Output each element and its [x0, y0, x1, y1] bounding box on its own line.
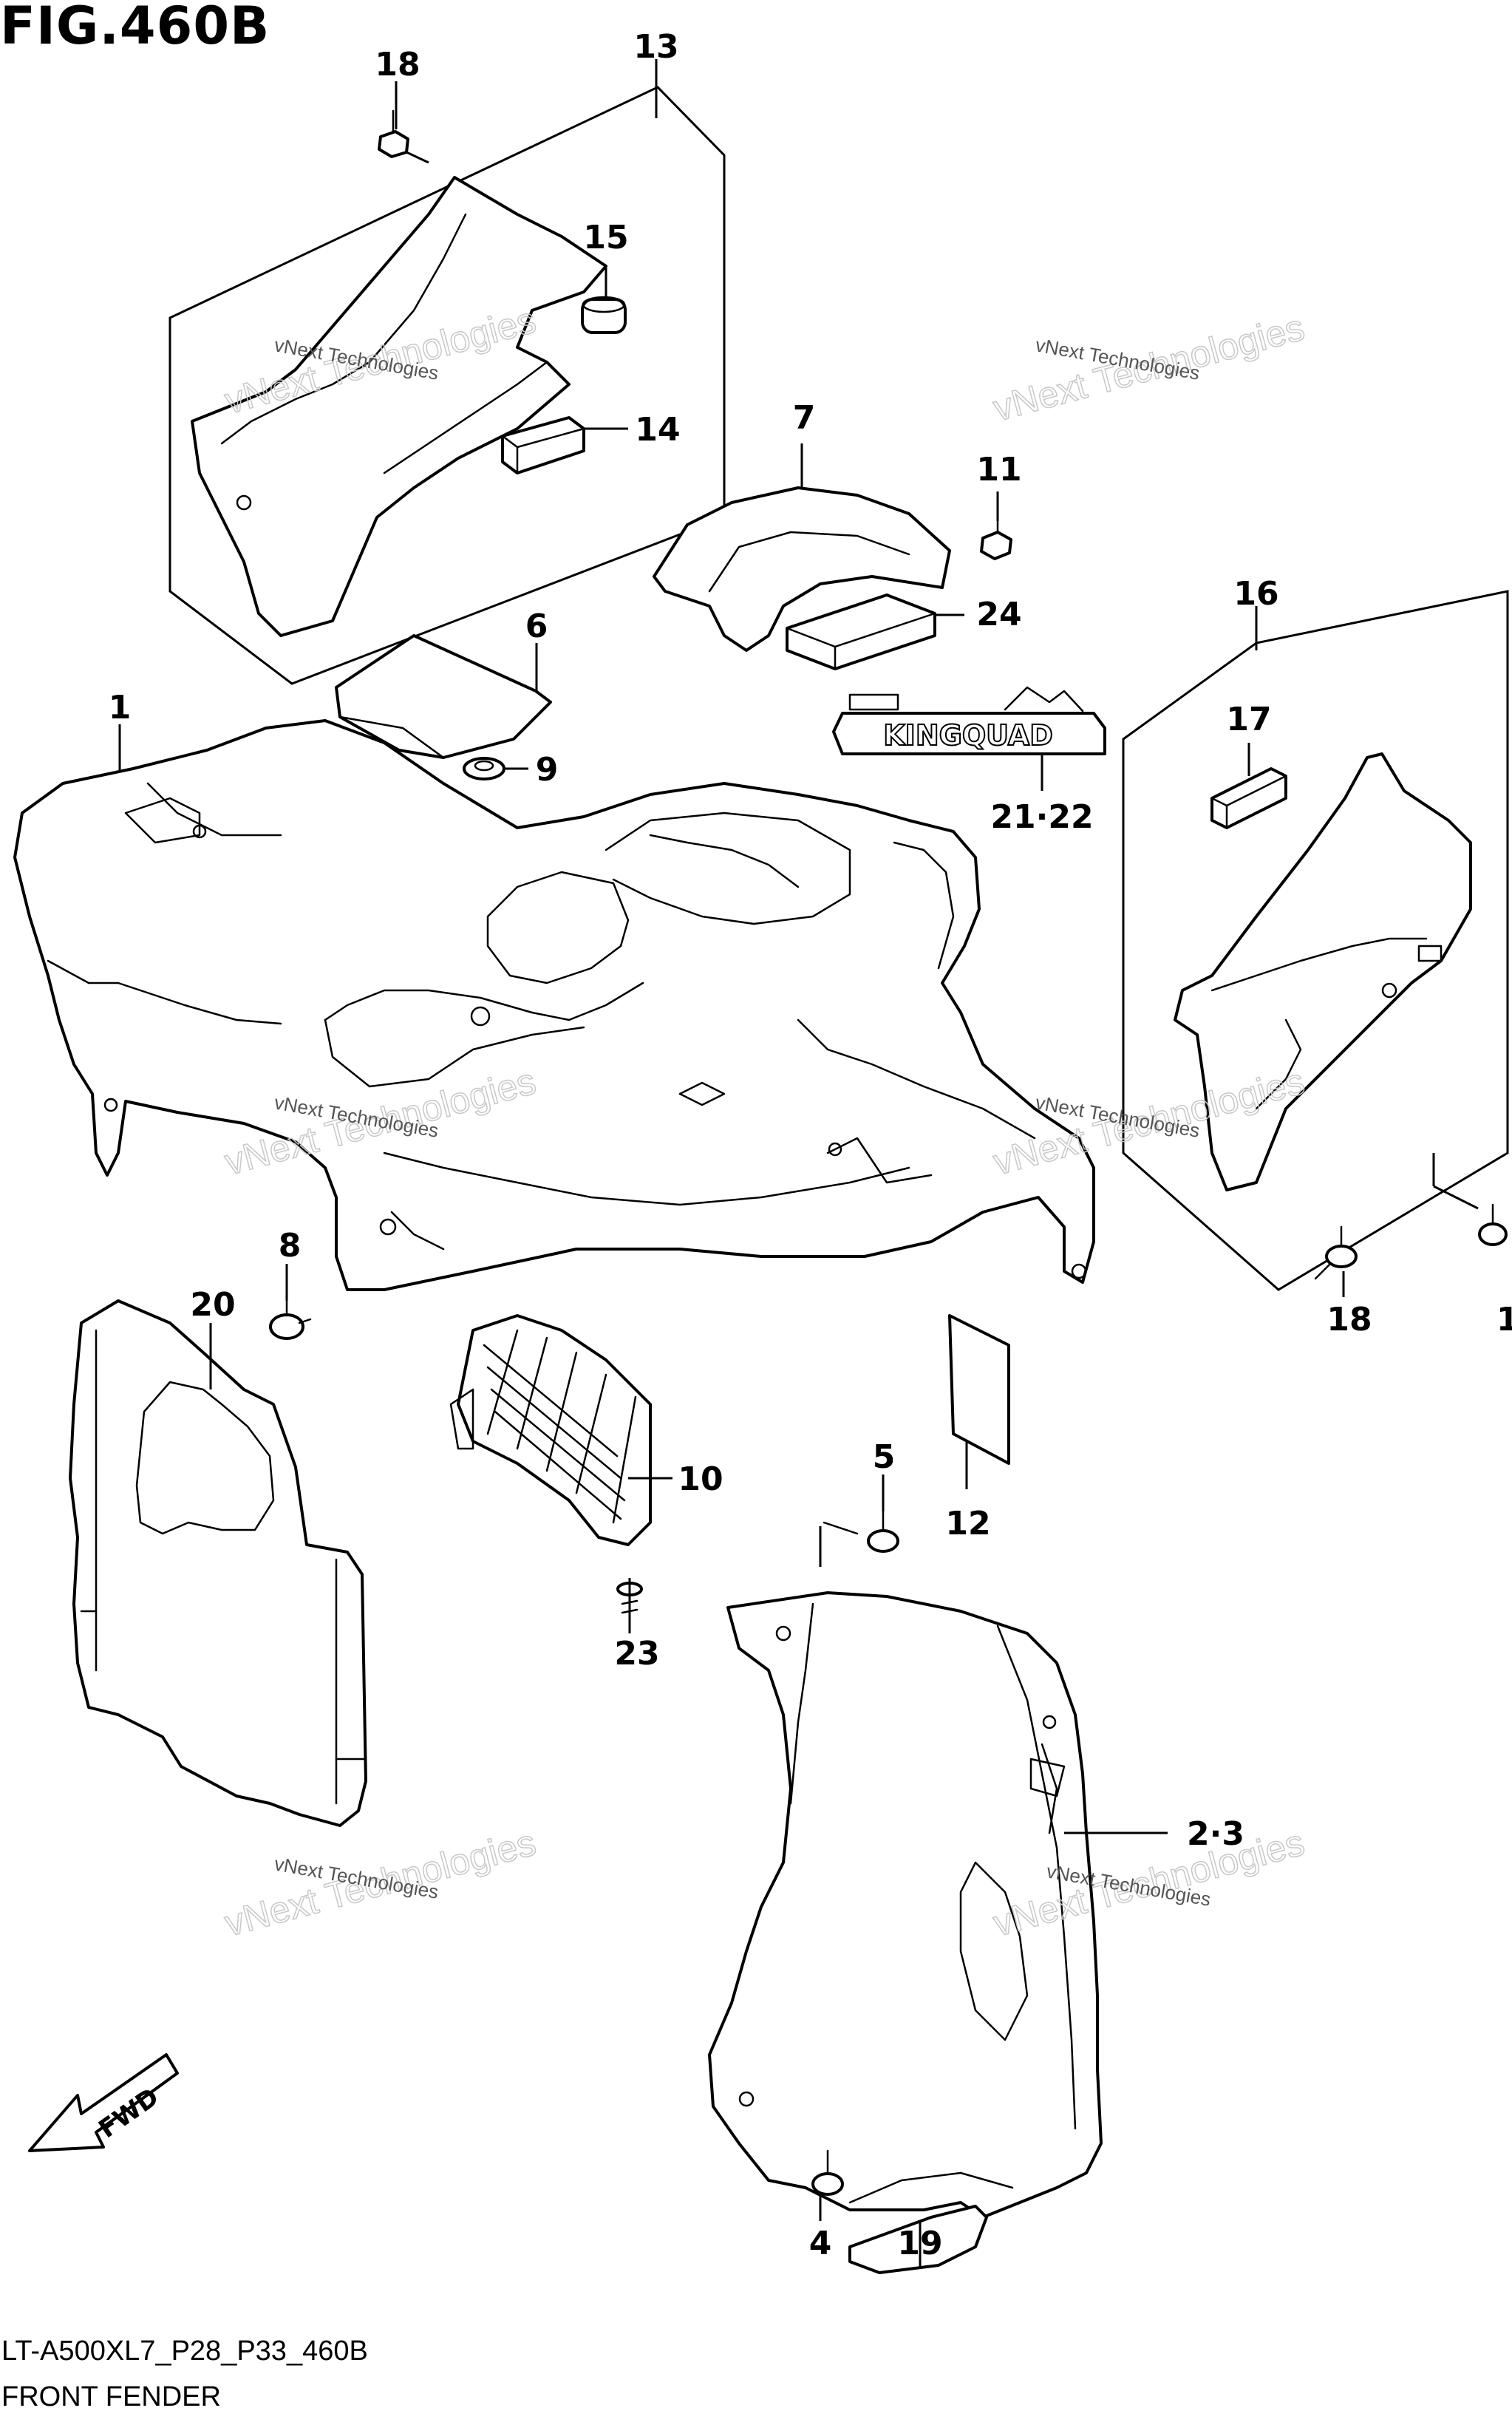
- fwd-arrow: FWD: [28, 2053, 179, 2152]
- grommet-15: [581, 296, 627, 334]
- callout-24: 24: [976, 596, 1021, 633]
- lid-6: [335, 634, 552, 759]
- callout-21-22: 21·22: [990, 798, 1093, 836]
- strip-19: [848, 2205, 988, 2274]
- bolt-5: [823, 1506, 899, 1553]
- pad-12: [948, 1314, 1010, 1465]
- section-name: FRONT FENDER: [1, 2381, 221, 2412]
- grille-10: [449, 1314, 652, 1546]
- inner-fender-2-3: [708, 1591, 1103, 2219]
- cover-7: [653, 486, 951, 652]
- callout-1: 1: [109, 689, 132, 727]
- callout-18-top: 18: [375, 46, 420, 84]
- leader-lines: [118, 59, 1479, 2269]
- callout-7: 7: [793, 399, 816, 437]
- figure-title: FIG.460B: [0, 0, 270, 56]
- pad-14: [501, 416, 585, 474]
- callout-17: 17: [1226, 701, 1271, 738]
- bolt-4: [811, 2149, 844, 2196]
- bolt-8: [269, 1296, 312, 1340]
- callout-23: 23: [614, 1635, 659, 1673]
- callout-5: 5: [873, 1438, 896, 1476]
- decal-21-22: KINGQUAD: [832, 686, 1106, 755]
- decal-text: KINGQUAD: [883, 719, 1053, 752]
- callout-4: 4: [809, 2225, 832, 2262]
- grommet-9: [463, 757, 505, 780]
- callout-18-right: 18: [1496, 1301, 1512, 1338]
- guard-20: [69, 1299, 367, 1827]
- pad-17: [1210, 767, 1287, 829]
- callout-6: 6: [525, 608, 548, 645]
- bolt-18-mid: [1314, 1225, 1358, 1280]
- callout-12: 12: [945, 1505, 990, 1542]
- callout-18-mid: 18: [1327, 1301, 1372, 1338]
- callout-20: 20: [190, 1286, 235, 1324]
- bolt-18-top: [378, 109, 409, 158]
- callout-11: 11: [976, 451, 1021, 489]
- callout-labels: 13 18 15 14 7 11 24 6 16 17 1 9 21·22 8 …: [109, 28, 1512, 2262]
- side-panel-16: [1174, 752, 1472, 1191]
- callout-14: 14: [635, 411, 680, 449]
- callout-13: 13: [633, 28, 678, 66]
- callout-16: 16: [1233, 575, 1278, 613]
- side-panel-13: [191, 176, 607, 637]
- callout-9: 9: [536, 751, 559, 789]
- callout-15: 15: [583, 219, 628, 256]
- callout-8: 8: [279, 1227, 302, 1265]
- bolt-18-right: [1478, 1203, 1508, 1246]
- model-code: LT-A500XL7_P28_P33_460B: [1, 2336, 368, 2367]
- callout-2-3: 2·3: [1187, 1815, 1244, 1853]
- callout-19: 19: [897, 2225, 942, 2262]
- bolt-11: [980, 508, 1012, 560]
- callout-10: 10: [678, 1460, 723, 1498]
- front-fender-1: [13, 719, 1095, 1291]
- pad-24: [786, 593, 936, 670]
